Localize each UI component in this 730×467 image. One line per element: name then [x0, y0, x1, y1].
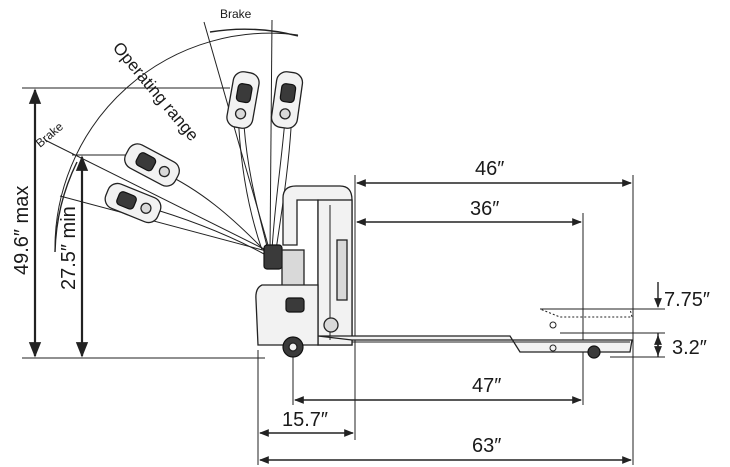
- operating-range-arc: [44, 19, 299, 253]
- length-15-7-label: 15.7″: [282, 409, 328, 431]
- lowered-height-label: 3.2″: [672, 337, 707, 359]
- brake-left-label: Brake: [33, 119, 66, 150]
- tiller-handles: [104, 71, 304, 255]
- tiller-head-upper-left: [226, 71, 260, 129]
- length-47-label: 47″: [472, 375, 501, 397]
- pallet-truck-body: [255, 185, 633, 359]
- tiller-head-upper-right: [270, 71, 304, 129]
- height-max-label: 49.6″ max: [11, 186, 33, 275]
- fork-length-46-label: 46″: [475, 158, 504, 180]
- fork-length-36-label: 36″: [470, 198, 499, 220]
- tiller-head-lower: [104, 182, 162, 224]
- height-min-label: 27.5″ min: [58, 206, 80, 290]
- labels: Brake Brake Operating range 49.6″ max 27…: [11, 7, 710, 457]
- brake-top-label: Brake: [220, 7, 252, 21]
- overall-length-63-label: 63″: [472, 435, 501, 457]
- tiller-head-middle: [124, 143, 180, 187]
- fork-height-label: 7.75″: [664, 289, 710, 311]
